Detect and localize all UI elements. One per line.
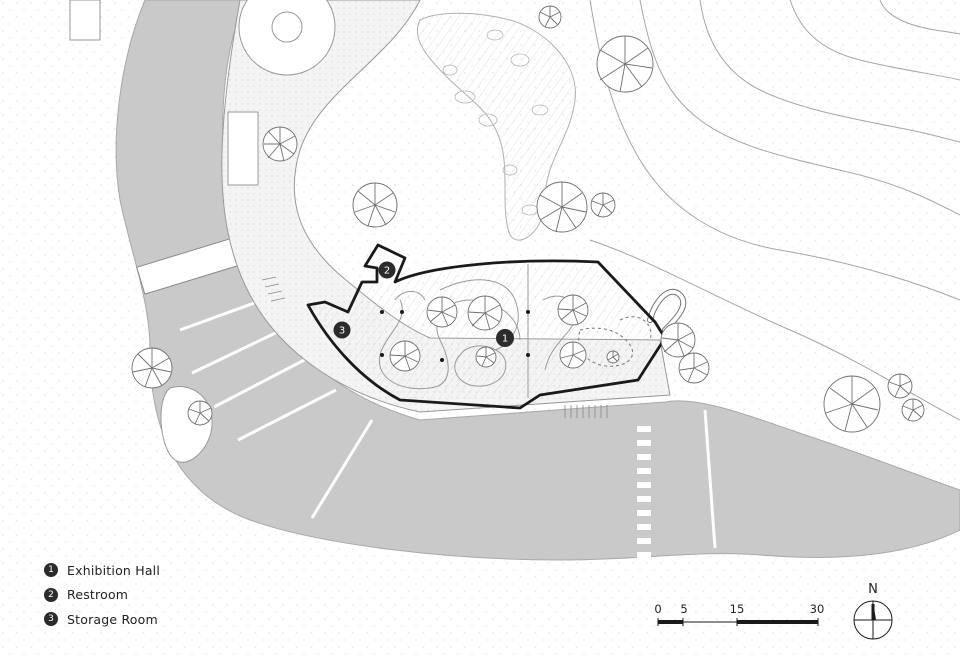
tree-icon: [131, 347, 173, 389]
room-label-storage-room: 3: [333, 321, 351, 339]
room-number: 2: [384, 266, 390, 277]
scale-tick-label: 0: [654, 602, 662, 616]
tree-icon: [887, 373, 913, 399]
tree-icon: [475, 346, 497, 368]
legend-item: 1 Exhibition Hall: [44, 558, 160, 583]
tree-icon: [426, 296, 458, 328]
tree-icon: [901, 398, 925, 422]
tree-icon: [538, 5, 562, 29]
circular-plaza: [238, 0, 336, 76]
legend: 1 Exhibition Hall 2 Restroom 3 Storage R…: [44, 558, 160, 632]
legend-item: 2 Restroom: [44, 583, 160, 608]
tree-icon: [389, 340, 421, 372]
tree-icon: [678, 352, 710, 384]
room-label-exhibition-hall: 1: [496, 329, 514, 347]
tree-icon: [596, 35, 654, 93]
tree-icon: [187, 400, 213, 426]
plaza-center: [271, 11, 303, 43]
pavilion: [227, 111, 259, 186]
scale-tick-label: 5: [680, 602, 688, 616]
crosswalk: [637, 426, 651, 558]
bead-path: [578, 316, 652, 367]
tree-icon: [590, 192, 616, 218]
scale-tick-label: 15: [729, 602, 745, 616]
tree-icon: [557, 294, 589, 326]
legend-label: Storage Room: [67, 611, 158, 627]
legend-number: 2: [44, 587, 58, 602]
room-number: 3: [339, 326, 345, 337]
scale-tick-label: 30: [809, 602, 825, 616]
tree-icon: [660, 322, 696, 358]
room-label-restroom: 2: [378, 261, 396, 279]
north-label: N: [868, 582, 878, 597]
tree-icon: [262, 126, 298, 162]
small-structure: [69, 0, 101, 41]
legend-label: Restroom: [67, 587, 129, 603]
tree-icon: [559, 341, 587, 369]
north-arrow-icon: [853, 600, 893, 640]
tree-icon: [536, 181, 588, 233]
room-number: 1: [502, 334, 508, 345]
legend-number: 3: [44, 612, 58, 627]
tree-icon: [352, 182, 398, 228]
road-markings: [179, 296, 717, 549]
tree-icon: [467, 295, 503, 331]
legend-number: 1: [44, 563, 58, 578]
building-outline: [306, 243, 667, 410]
stairs: [261, 276, 608, 418]
tree-icon: [606, 350, 620, 364]
scale-bar: [657, 618, 819, 626]
legend-label: Exhibition Hall: [67, 562, 161, 578]
tree-icon: [823, 375, 881, 433]
legend-item: 3 Storage Room: [44, 607, 160, 632]
trees: [131, 5, 925, 433]
